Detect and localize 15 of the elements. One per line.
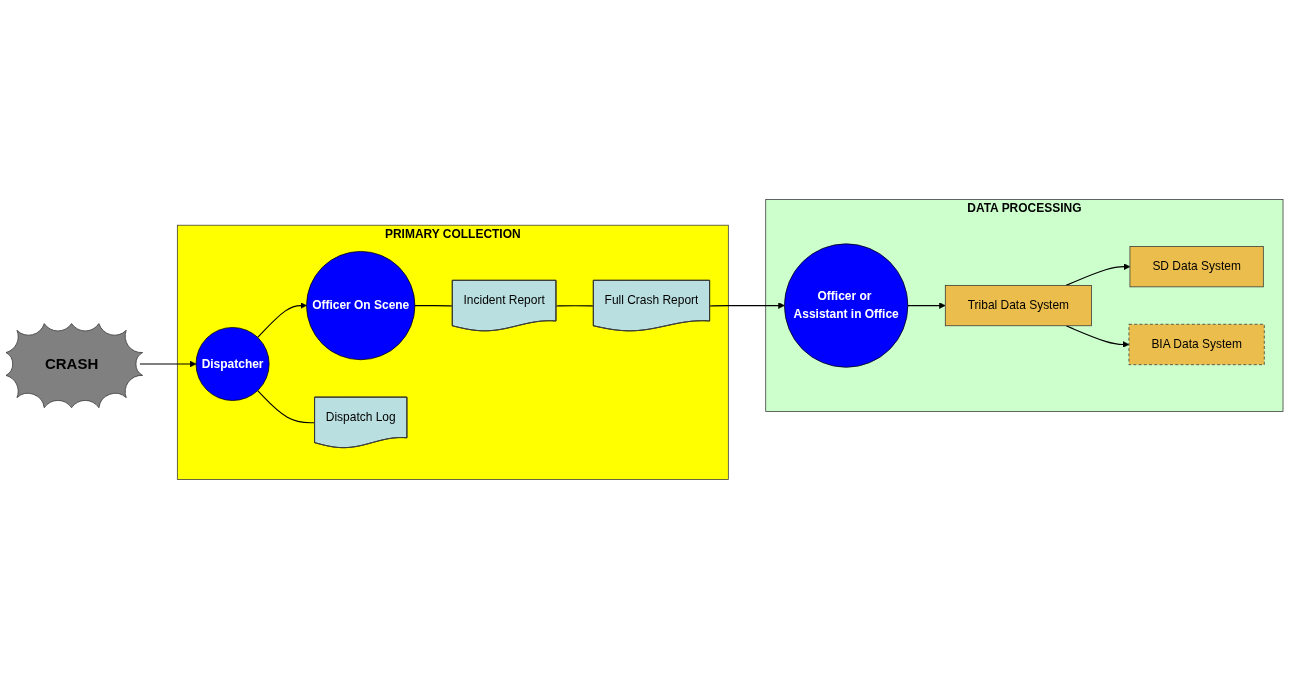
connector [555, 305, 595, 307]
arrow [907, 302, 946, 309]
connector [257, 390, 316, 424]
node-box: SD Data System [1129, 246, 1264, 288]
arrow [139, 360, 197, 368]
node-circle: Officer On Scene [306, 251, 416, 361]
connector [414, 305, 454, 307]
arrow [709, 302, 785, 309]
node-box: Tribal Data System [944, 285, 1092, 327]
arrow [1065, 263, 1131, 286]
node-circle: Dispatcher [195, 327, 270, 401]
node-box: BIA Data System [1128, 323, 1265, 366]
arrow [257, 302, 307, 338]
node-circle: Officer or Assistant in Office [784, 243, 909, 368]
arrow [1065, 325, 1130, 348]
